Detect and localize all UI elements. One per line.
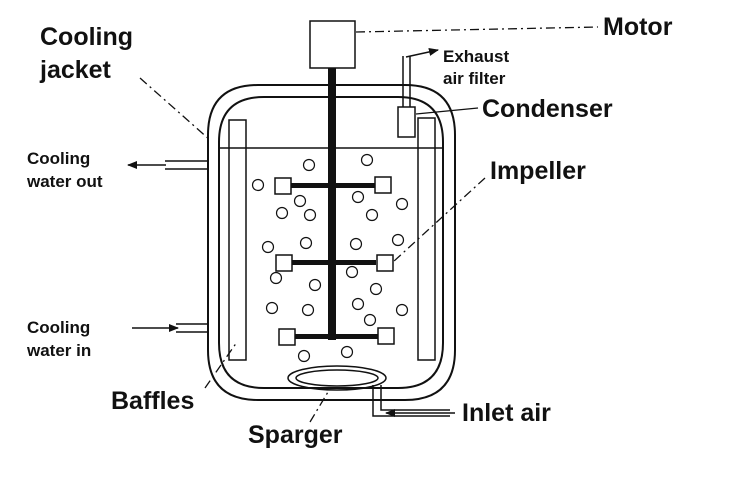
air-bubble [297,349,311,363]
impeller-leader [392,177,486,263]
label-cooling-jacket-line1: Cooling [40,23,134,51]
impeller-blade [376,254,394,272]
motor-box [309,20,356,69]
label-exhaust-line1: Exhaust [443,47,510,66]
air-bubble [363,313,377,327]
exhaust-pipe [402,56,411,107]
label-sparger: Sparger [248,421,343,449]
inner-vessel-wall [218,96,444,389]
impeller-shaft [328,68,336,340]
sparger-leader [309,391,329,423]
air-bubble [293,194,307,208]
sparger-ring-outer [287,365,387,391]
air-bubble [351,297,365,311]
exhaust-arrow [405,48,439,58]
impeller-arm-middle [290,260,376,265]
cooling-water-in-pipe [176,323,208,333]
air-bubble [365,208,379,222]
condenser-leader [415,107,479,115]
label-cooling-water-in-line2: water in [27,341,92,360]
air-bubble [265,301,279,315]
air-bubble [302,158,316,172]
label-cooling-water-out-line2: water out [27,172,103,191]
air-bubble [303,208,317,222]
air-bubble [308,278,322,292]
label-motor: Motor [603,13,673,41]
label-baffles: Baffles [111,387,195,415]
baffles-leader [204,341,238,389]
label-exhaust-line2: air filter [443,69,506,88]
impeller-blade [275,254,293,272]
air-bubble [360,153,374,167]
air-bubble [269,271,283,285]
label-cooling-water-out-line1: Cooling [27,149,91,168]
air-bubble [349,237,363,251]
cooling-water-out-pipe [165,160,208,170]
air-bubble [391,233,405,247]
impeller-blade [274,177,292,195]
impeller-blade [278,328,296,346]
label-inlet-air: Inlet air [462,399,551,427]
outer-vessel-wall [207,84,456,401]
air-bubble [395,197,409,211]
air-bubble [251,178,265,192]
label-cooling-water-in-line1: Cooling [27,318,91,337]
impeller-arm-top [290,183,376,188]
label-condenser: Condenser [482,95,613,123]
air-bubble [261,240,275,254]
condenser-box [397,106,416,138]
air-bubble [340,345,354,359]
cooling-jacket-leader [139,77,211,141]
label-impeller: Impeller [490,157,586,185]
air-bubble [351,190,365,204]
motor-leader [355,26,599,33]
air-bubble [395,303,409,317]
air-bubbles [251,153,409,363]
baffle-left [228,119,247,361]
inlet-air-pipe [372,385,450,417]
air-bubble [299,236,313,250]
air-bubble [275,206,289,220]
sparger-ring-inner [295,369,379,387]
impeller-blade [374,176,392,194]
impeller-arm-bottom [294,334,378,339]
label-cooling-jacket-line2: jacket [40,56,111,84]
impeller-blade [377,327,395,345]
air-bubble [369,282,383,296]
baffle-right [417,117,436,361]
air-bubble [345,265,359,279]
air-bubble [301,303,315,317]
